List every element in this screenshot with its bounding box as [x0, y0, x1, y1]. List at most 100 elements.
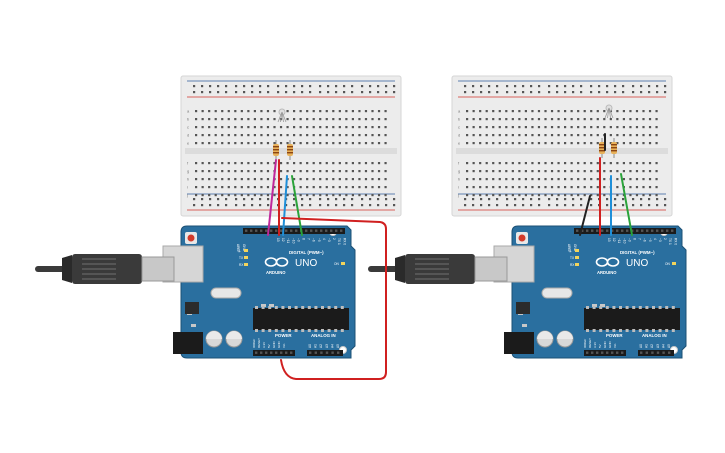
header-pin[interactable] [320, 351, 323, 354]
header-pin[interactable] [260, 229, 263, 232]
header-pin[interactable] [250, 229, 253, 232]
header-pin[interactable] [611, 351, 614, 354]
header-pin[interactable] [606, 229, 609, 232]
header-pin[interactable] [337, 351, 340, 354]
header-pin[interactable] [331, 351, 334, 354]
rail-hole [548, 85, 551, 88]
breadboard-hole [498, 186, 501, 189]
header-pin[interactable] [666, 229, 669, 232]
power-header[interactable] [253, 350, 295, 356]
header-pin[interactable] [656, 351, 660, 354]
header-pin[interactable] [335, 229, 338, 232]
header-pin[interactable] [606, 351, 609, 354]
header-pin[interactable] [596, 351, 599, 354]
rail-hole [572, 91, 575, 94]
header-pin[interactable] [325, 351, 329, 354]
header-pin[interactable] [662, 351, 665, 354]
header-pin[interactable] [280, 351, 283, 354]
header-pin[interactable] [611, 229, 614, 232]
header-pin[interactable] [290, 229, 293, 232]
header-pin[interactable] [280, 229, 283, 232]
header-pin[interactable] [320, 229, 323, 232]
header-pin[interactable] [591, 351, 594, 354]
header-pin[interactable] [591, 229, 594, 232]
usb-cable[interactable] [368, 254, 508, 284]
power-jack[interactable] [173, 332, 203, 354]
header-pin[interactable] [315, 229, 318, 232]
header-pin[interactable] [305, 229, 308, 232]
l-led-label: L [570, 249, 572, 253]
header-pin[interactable] [255, 229, 258, 232]
header-pin[interactable] [275, 229, 278, 232]
header-pin[interactable] [275, 351, 278, 354]
header-pin[interactable] [640, 351, 643, 354]
wire-green-right[interactable] [620, 173, 633, 236]
header-pin[interactable] [330, 229, 333, 232]
resistor-band [611, 150, 617, 152]
header-pin[interactable] [636, 229, 639, 232]
breadboard-hole [279, 134, 283, 137]
header-pin[interactable] [581, 229, 584, 232]
header-pin[interactable] [245, 229, 248, 232]
header-pin[interactable] [616, 229, 619, 232]
chip-pin [307, 306, 311, 309]
header-pin[interactable] [651, 351, 654, 354]
header-pin[interactable] [285, 229, 288, 232]
header-pin[interactable] [601, 351, 604, 354]
digital-header[interactable] [574, 228, 676, 234]
wire-red-loop[interactable] [280, 217, 387, 380]
header-pin[interactable] [646, 229, 649, 232]
wire-magenta-left[interactable] [267, 159, 277, 236]
row-label: j [186, 193, 188, 198]
breadboard-hole [201, 134, 204, 137]
analog-header[interactable] [307, 350, 343, 356]
header-pin[interactable] [586, 351, 589, 354]
row-label: f [458, 161, 460, 166]
reset-button-cap[interactable] [187, 234, 195, 242]
header-pin[interactable] [270, 229, 273, 232]
header-pin[interactable] [621, 351, 624, 354]
wire-blue-left[interactable] [282, 175, 288, 236]
header-pin[interactable] [265, 351, 268, 354]
digital-header[interactable] [243, 228, 345, 234]
header-pin[interactable] [651, 229, 654, 232]
header-pin[interactable] [314, 351, 317, 354]
header-pin[interactable] [671, 229, 674, 232]
breadboard-hole [279, 126, 283, 129]
wire-green-left[interactable] [291, 175, 303, 236]
header-pin[interactable] [309, 351, 312, 354]
breadboard-hole [351, 170, 354, 173]
header-pin[interactable] [325, 229, 328, 232]
header-pin[interactable] [260, 351, 263, 354]
rail-hole [385, 198, 388, 201]
header-pin[interactable] [270, 351, 273, 354]
wire-black-right[interactable] [579, 195, 591, 236]
header-pin[interactable] [645, 351, 648, 354]
header-pin[interactable] [661, 229, 664, 232]
header-pin[interactable] [616, 351, 619, 354]
header-pin[interactable] [255, 351, 258, 354]
on-led [672, 262, 676, 265]
header-pin[interactable] [576, 229, 579, 232]
header-pin[interactable] [586, 229, 589, 232]
reset-button-cap[interactable] [518, 234, 526, 242]
header-pin[interactable] [626, 229, 629, 232]
header-pin[interactable] [656, 229, 659, 232]
header-pin[interactable] [265, 229, 268, 232]
header-pin[interactable] [641, 229, 644, 232]
header-pin[interactable] [310, 229, 313, 232]
power-jack[interactable] [504, 332, 534, 354]
header-pin[interactable] [601, 229, 604, 232]
breadboard-hole [609, 162, 612, 165]
header-pin[interactable] [295, 229, 298, 232]
header-pin[interactable] [290, 351, 293, 354]
analog-header[interactable] [638, 350, 674, 356]
usb-cable[interactable] [35, 254, 175, 284]
power-header[interactable] [584, 350, 626, 356]
status-led [244, 249, 248, 252]
header-pin[interactable] [668, 351, 671, 354]
header-pin[interactable] [596, 229, 599, 232]
header-pin[interactable] [621, 229, 624, 232]
header-pin[interactable] [340, 229, 343, 232]
header-pin[interactable] [285, 351, 288, 354]
